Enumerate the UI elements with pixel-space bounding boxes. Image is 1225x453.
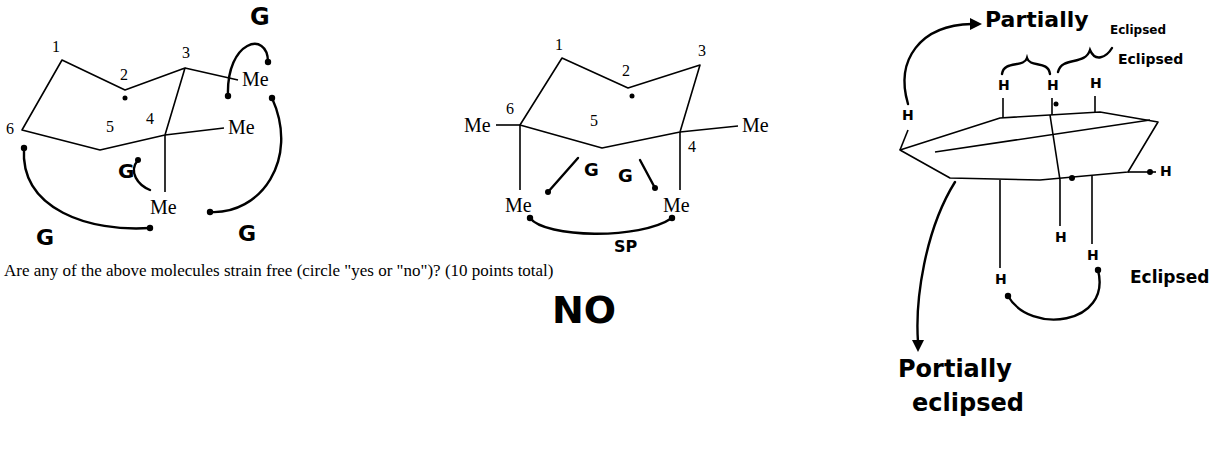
printed-label: Me [242,68,269,90]
handwritten-note: H [1090,76,1102,91]
gauche-arc [134,160,150,190]
printed-label: Are any of the above molecules strain fr… [4,262,554,281]
printed-label: 4 [146,110,154,128]
brace [1058,48,1112,72]
printed-label: 4 [688,138,696,156]
printed-label: 3 [182,44,190,62]
printed-label: Me [505,194,532,216]
brace [1002,58,1050,74]
dot [1005,293,1011,299]
bond [680,126,738,132]
dot [147,225,153,231]
handwritten-note: G [250,4,270,30]
dot [21,145,27,151]
syn-pentane-arc [530,218,672,234]
gauche-arc [210,98,281,212]
dot [225,93,231,99]
bond [1094,96,1096,112]
ring-outline [900,112,1158,180]
printed-label: Me [228,116,255,138]
handwritten-note: G [584,160,599,180]
handwritten-note: G [118,160,134,182]
bond [1002,98,1004,118]
handwritten-note: eclipsed [912,390,1024,416]
handwritten-note: H [1087,248,1099,263]
handwritten-note: Portially [898,356,1012,382]
handwritten-note: Eclipsed [1130,268,1209,287]
handwritten-note: Eclipsed [1118,52,1183,67]
handwritten-note: Eclipsed [1110,24,1166,37]
chair-ring [520,58,700,148]
dot [630,94,635,99]
ring-line [1050,115,1060,180]
bond [1091,176,1093,244]
bond [1051,98,1053,115]
gauche-line [548,158,578,192]
handwritten-note: H [1047,78,1059,93]
chair-ring [22,60,185,150]
arrow-line [905,24,972,104]
printed-label: Me [150,196,177,218]
handwritten-note: NO [552,290,616,332]
bond [900,130,908,150]
printed-label: 5 [106,118,114,136]
dot [652,185,658,191]
bond [496,124,520,126]
printed-label: 1 [52,38,60,56]
handwritten-note: H [902,108,914,123]
bond [164,135,166,192]
dot [123,96,128,101]
handwritten-note: H [1055,230,1067,245]
arrowhead [970,18,982,30]
gauche-line [640,160,655,188]
loop-line [1008,270,1100,320]
gauche-arc [24,148,150,228]
printed-label: 3 [698,42,706,60]
handwritten-note: H [998,78,1010,93]
handwritten-note: G [238,222,256,246]
dot [265,59,271,65]
bond [679,132,681,190]
printed-label: 5 [590,112,598,130]
handwritten-note: G [36,226,54,250]
handwritten-note: SP [614,238,637,256]
dot [545,189,551,195]
arrow-line [917,182,955,342]
handwritten-note: Partially [985,8,1089,32]
handwritten-note: H [1160,164,1172,179]
printed-label: Me [742,114,769,136]
dot [1147,169,1153,175]
bond [1059,180,1061,226]
printed-label: 6 [506,100,514,118]
printed-label: 2 [622,62,630,80]
dot [269,95,275,101]
handwritten-note: H [995,272,1007,287]
bond [519,125,521,190]
dot [1069,175,1075,181]
gauche-arc [228,44,268,96]
printed-label: Me [663,194,690,216]
bond [165,128,224,135]
dot [1054,102,1059,107]
dot [207,209,213,215]
handwritten-note: G [618,166,633,186]
bond [999,180,1001,268]
printed-label: 1 [555,36,563,54]
printed-label: 2 [120,66,128,84]
printed-label: 6 [6,120,14,138]
printed-label: Me [464,114,491,136]
arrowhead [912,340,924,352]
dot [135,157,141,163]
dot [1095,267,1101,273]
ring-line [935,120,1150,152]
